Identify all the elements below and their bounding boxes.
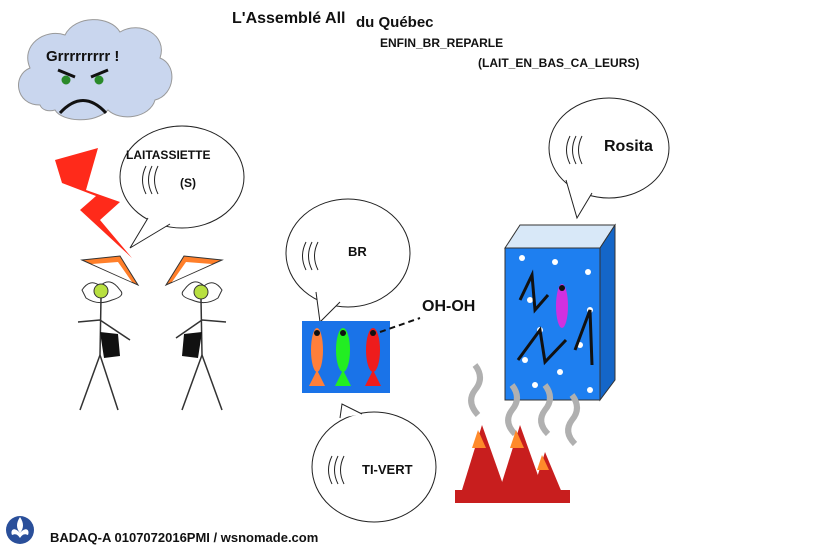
speech-bubble-br — [285, 198, 411, 324]
smoke — [468, 363, 580, 447]
fish-green — [335, 328, 351, 386]
speech-bubble-tivert — [311, 403, 437, 523]
fish-orange — [309, 328, 325, 386]
page-subtitle: du Québec — [356, 14, 434, 31]
stick-figure-left — [77, 255, 140, 411]
stick-figure-right — [164, 255, 227, 411]
bubble-rosita-text: Rosita — [604, 138, 653, 155]
fish-red — [365, 328, 381, 386]
fire — [455, 425, 570, 503]
fish-purple — [556, 284, 568, 328]
lightning-bolt — [55, 148, 132, 258]
speech-bubble-laitassiette — [119, 125, 245, 249]
footer-credit: BADAQ-A 0107072016PMI / wsnomade.com — [50, 530, 319, 545]
angry-cloud — [18, 19, 173, 121]
page-title: L'Assemblé All — [232, 10, 346, 27]
ohoh-pointer — [379, 317, 421, 333]
header-line-2: ENFIN_BR_REPARLE — [380, 36, 504, 50]
bubble-tivert-text: TI-VERT — [362, 462, 413, 477]
speech-bubble-rosita — [548, 97, 670, 220]
cloud-text: Grrrrrrrrr ! — [46, 48, 120, 65]
aquarium — [504, 223, 616, 402]
header-line-3: (LAIT_EN_BAS_CA_LEURS) — [478, 56, 640, 70]
bubble-laitassiette-text: LAITASSIETTE — [126, 148, 211, 162]
ohoh-text: OH-OH — [422, 298, 476, 315]
bubble-laitassiette-suffix: (S) — [180, 176, 196, 190]
fleur-de-lis-icon — [6, 516, 34, 544]
bubble-br-text: BR — [348, 244, 367, 259]
fish-panel — [302, 321, 390, 393]
angry-face — [57, 68, 109, 115]
